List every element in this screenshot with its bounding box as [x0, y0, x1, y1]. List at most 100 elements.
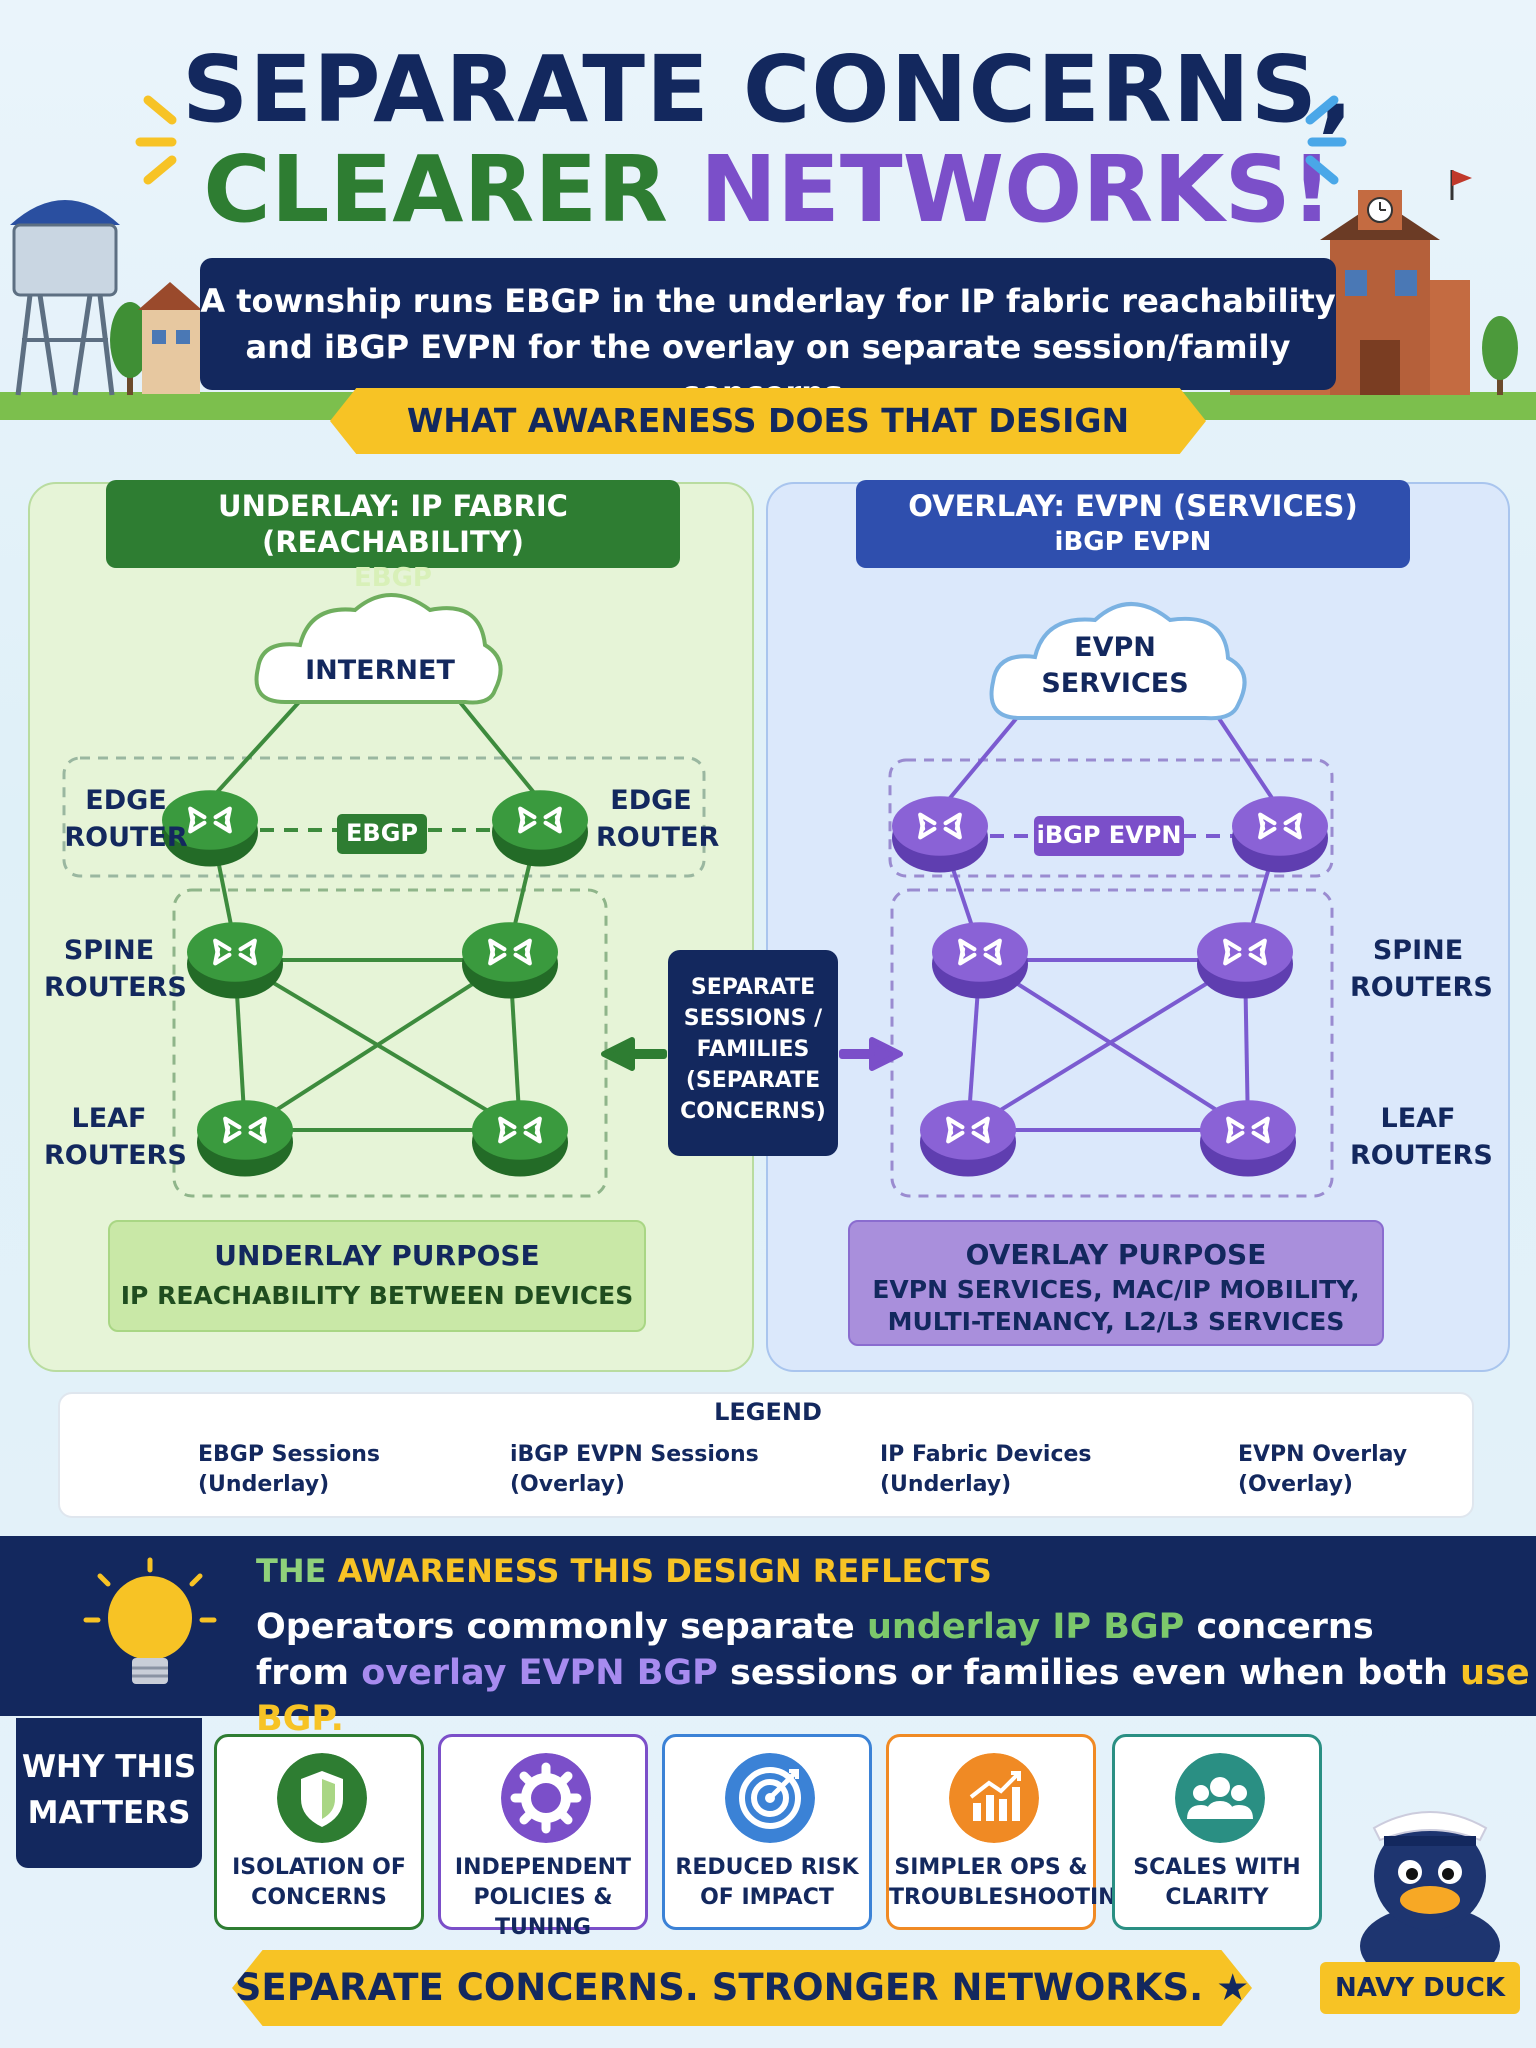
evpn-label-line2: SERVICES: [1041, 668, 1189, 699]
overlay-purpose-line1: EVPN SERVICES, MAC/IP MOBILITY,: [872, 1275, 1360, 1304]
legend-item-ibgp: iBGP EVPN Sessions (Overlay): [510, 1440, 759, 1500]
awareness-l2-c: sessions or families even when both: [717, 1653, 1461, 1693]
card-ops-l1: SIMPLER OPS &: [894, 1855, 1088, 1880]
people-icon: [1175, 1753, 1265, 1843]
edge-left-line1: EDGE: [85, 785, 167, 816]
card-risk-l2: OF IMPACT: [700, 1885, 834, 1910]
overlay-purpose-title: OVERLAY PURPOSE: [965, 1238, 1267, 1271]
spine-routers-left-label: SPINE ROUTERS: [44, 932, 187, 1006]
center-line4: (SEPARATE: [685, 1068, 821, 1093]
awareness-title-a: THE: [256, 1552, 327, 1590]
evpn-services-label: EVPN SERVICES: [1040, 630, 1190, 702]
overlay-heading: OVERLAY: EVPN (SERVICES) iBGP EVPN: [856, 480, 1410, 568]
leaf-left-line1: LEAF: [71, 1103, 147, 1134]
overlay-purpose-line2: MULTI-TENANCY, L2/L3 SERVICES: [887, 1307, 1345, 1336]
card-policies-l2: POLICIES & TUNING: [473, 1885, 613, 1940]
ibgp-tag-label: iBGP EVPN: [1036, 821, 1182, 849]
why-l2: MATTERS: [27, 1795, 191, 1831]
edge-right-line2: ROUTER: [596, 822, 720, 853]
leaf-left-line2: ROUTERS: [44, 1140, 187, 1171]
legend-ebgp-l1: EBGP Sessions: [198, 1442, 381, 1467]
legend-item-evpn: EVPN Overlay (Overlay): [1238, 1440, 1407, 1500]
overlay-heading-protocol: iBGP EVPN: [1054, 527, 1212, 557]
internet-label: INTERNET: [305, 655, 455, 686]
target-icon: [725, 1753, 815, 1843]
gear-icon: [501, 1753, 591, 1843]
card-scales-l1: SCALES WITH: [1133, 1855, 1301, 1880]
awareness-l2-d: use BGP.: [256, 1653, 1530, 1739]
card-policies: INDEPENDENT POLICIES & TUNING: [438, 1734, 648, 1940]
subtitle-line1: A township runs EBGP in the underlay for…: [200, 282, 1336, 320]
card-scales: SCALES WITH CLARITY: [1112, 1734, 1322, 1930]
card-isolation-l2: CONCERNS: [251, 1885, 387, 1910]
footer-banner: SEPARATE CONCERNS. STRONGER NETWORKS. ★: [232, 1950, 1252, 2026]
awareness-l2-a: from: [256, 1653, 362, 1693]
why-this-matters: WHY THIS MATTERS: [16, 1718, 202, 1868]
title-networks: NETWORKS!: [700, 136, 1333, 243]
spine-routers-right-label: SPINE ROUTERS: [1350, 932, 1493, 1006]
center-line2: SESSIONS /: [683, 1006, 823, 1031]
spine-left-line1: SPINE: [63, 935, 155, 966]
underlay-heading-title: UNDERLAY: IP FABRIC (REACHABILITY): [218, 489, 568, 559]
awareness-l1-a: Operators commonly separate: [256, 1607, 867, 1647]
why-l1: WHY THIS: [21, 1749, 197, 1785]
awareness-l2-b: overlay EVPN BGP: [361, 1653, 718, 1693]
card-risk-l1: REDUCED RISK: [675, 1855, 859, 1880]
legend-title: LEGEND: [714, 1398, 822, 1426]
awareness-title: THE AWARENESS THIS DESIGN REFLECTS: [256, 1552, 992, 1590]
navy-duck-badge: NAVY DUCK: [1320, 1962, 1520, 2014]
underlay-heading: UNDERLAY: IP FABRIC (REACHABILITY) EBGP: [106, 480, 680, 593]
card-ops: SIMPLER OPS & TROUBLESHOOTING: [886, 1734, 1135, 1930]
legend-item-ebgp: EBGP Sessions (Underlay): [198, 1440, 380, 1500]
overlay-purpose-box: OVERLAY PURPOSE EVPN SERVICES, MAC/IP MO…: [848, 1220, 1384, 1346]
card-isolation-l1: ISOLATION OF: [232, 1855, 406, 1880]
spine-right-line1: SPINE: [1372, 935, 1464, 966]
legend-ibgp-l2: (Overlay): [510, 1472, 625, 1497]
page-title-line1: SEPARATE CONCERNS,: [182, 36, 1354, 143]
awareness-band: [0, 1536, 1536, 1716]
shield-icon: [277, 1753, 367, 1843]
star-icon: ★: [1216, 1966, 1250, 2009]
water-tower-icon: [10, 200, 120, 396]
legend-evpn-l2: (Overlay): [1238, 1472, 1353, 1497]
subtitle-box: A township runs EBGP in the underlay for…: [200, 258, 1336, 412]
card-policies-l1: INDEPENDENT: [454, 1855, 632, 1880]
card-ops-l2: TROUBLESHOOTING: [889, 1885, 1135, 1910]
awareness-text: Operators commonly separate underlay IP …: [256, 1604, 1536, 1742]
question-banner: WHAT AWARENESS DOES THAT DESIGN REFLECT?: [330, 388, 1206, 454]
leaf-routers-left-label: LEAF ROUTERS: [44, 1100, 187, 1174]
leaf-right-line2: ROUTERS: [1350, 1140, 1493, 1171]
card-risk: REDUCED RISK OF IMPACT: [662, 1734, 872, 1930]
center-line5: CONCERNS): [680, 1099, 826, 1124]
underlay-purpose-text: IP REACHABILITY BETWEEN DEVICES: [120, 1281, 634, 1310]
card-scales-l2: CLARITY: [1165, 1885, 1269, 1910]
overlay-heading-title: OVERLAY: EVPN (SERVICES): [908, 489, 1358, 523]
underlay-purpose-title: UNDERLAY PURPOSE: [214, 1239, 540, 1272]
awareness-l1-c: concerns: [1184, 1607, 1374, 1647]
footer-text: SEPARATE CONCERNS. STRONGER NETWORKS.: [234, 1966, 1204, 2009]
underlay-purpose-box: UNDERLAY PURPOSE IP REACHABILITY BETWEEN…: [108, 1220, 646, 1332]
spark-right-icon: [1305, 95, 1347, 185]
edge-left-line2: ROUTER: [64, 822, 188, 853]
leaf-right-line1: LEAF: [1380, 1103, 1456, 1134]
legend-fabric-l1: IP Fabric Devices: [880, 1442, 1092, 1467]
edge-right-line1: EDGE: [610, 785, 692, 816]
navy-duck-mascot-icon: [1360, 1811, 1500, 1976]
lightbulb-icon: [83, 1557, 217, 1684]
evpn-label-line1: EVPN: [1074, 632, 1156, 663]
spark-left-icon: [135, 95, 177, 185]
legend-ebgp-l2: (Underlay): [198, 1472, 330, 1497]
house-icon: [138, 282, 202, 394]
separate-sessions-box: SEPARATE SESSIONS / FAMILIES (SEPARATE C…: [668, 950, 838, 1156]
page-title-line2: CLEARER NETWORKS!: [0, 140, 1536, 240]
legend: [58, 1392, 1474, 1518]
underlay-heading-protocol: EBGP: [354, 563, 432, 593]
awareness-l1-b: underlay IP BGP: [866, 1607, 1185, 1647]
legend-item-fabric: IP Fabric Devices (Underlay): [880, 1440, 1092, 1500]
chart-up-icon: [949, 1753, 1039, 1843]
edge-router-right-label: EDGE ROUTER: [596, 782, 720, 856]
spine-left-line2: ROUTERS: [44, 972, 187, 1003]
card-isolation: ISOLATION OF CONCERNS: [214, 1734, 424, 1930]
leaf-routers-right-label: LEAF ROUTERS: [1350, 1100, 1493, 1174]
ebgp-tag-label: EBGP: [346, 819, 418, 847]
